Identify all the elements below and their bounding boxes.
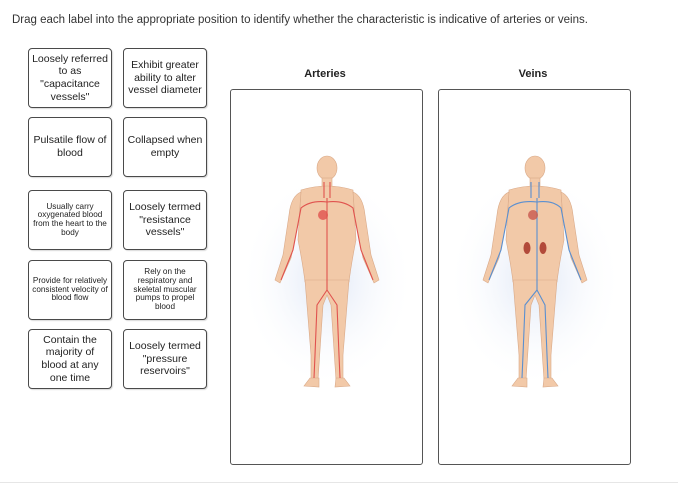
- label-card-consistent-velocity[interactable]: Provide for relatively consistent veloci…: [28, 260, 112, 320]
- label-card-oxygenated-blood[interactable]: Usually carry oxygenated blood from the …: [28, 190, 112, 250]
- label-card-capacitance-vessels[interactable]: Loosely referred to as "capacitance vess…: [28, 48, 112, 108]
- kidney-icon: [539, 242, 547, 254]
- label-card-resistance-vessels[interactable]: Loosely termed "resistance vessels": [123, 190, 207, 250]
- kidney-icon: [523, 242, 531, 254]
- label-card-muscular-pumps[interactable]: Rely on the respiratory and skeletal mus…: [123, 260, 207, 320]
- label-text: Pulsatile flow of blood: [33, 134, 107, 159]
- label-text: Rely on the respiratory and skeletal mus…: [133, 267, 197, 311]
- instructions-text: Drag each label into the appropriate pos…: [12, 14, 588, 26]
- label-text: Collapsed when empty: [127, 134, 203, 159]
- arteries-heading: Arteries: [304, 68, 346, 80]
- label-text: Loosely termed "pressure reservoirs": [129, 340, 201, 378]
- label-card-pulsatile-flow[interactable]: Pulsatile flow of blood: [28, 117, 112, 177]
- label-text: Provide for relatively consistent veloci…: [32, 276, 108, 303]
- label-text: Exhibit greater ability to alter vessel …: [128, 59, 202, 97]
- label-text: Loosely referred to as "capacitance vess…: [32, 52, 108, 103]
- label-text: Contain the majority of blood at any one…: [41, 333, 99, 384]
- heart-icon: [318, 210, 328, 220]
- label-text: Usually carry oxygenated blood from the …: [33, 201, 107, 237]
- veins-heading: Veins: [518, 68, 548, 80]
- label-card-pressure-reservoirs[interactable]: Loosely termed "pressure reservoirs": [123, 329, 207, 389]
- arteries-body-figure: [239, 155, 415, 390]
- page-bottom-divider: [0, 482, 678, 483]
- veins-drop-zone[interactable]: [438, 89, 631, 465]
- label-text: Loosely termed "resistance vessels": [129, 201, 201, 239]
- label-card-collapsed-when-empty[interactable]: Collapsed when empty: [123, 117, 207, 177]
- label-card-majority-of-blood[interactable]: Contain the majority of blood at any one…: [28, 329, 112, 389]
- label-card-alter-diameter[interactable]: Exhibit greater ability to alter vessel …: [123, 48, 207, 108]
- veins-body-figure: [447, 155, 623, 390]
- arteries-drop-zone[interactable]: [230, 89, 423, 465]
- heart-icon: [528, 210, 538, 220]
